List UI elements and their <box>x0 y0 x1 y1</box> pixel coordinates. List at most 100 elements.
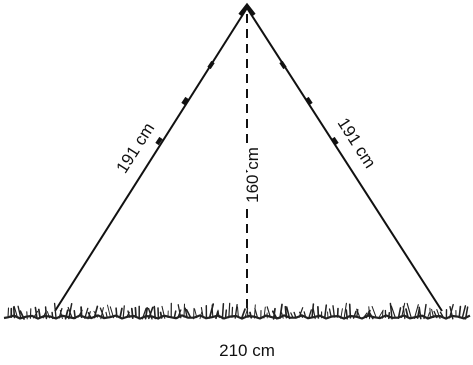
grass-blade <box>147 307 153 320</box>
grass-blade <box>429 307 431 319</box>
grass-blade <box>418 306 422 320</box>
grass-blade <box>93 310 99 318</box>
grass-blade <box>200 307 204 319</box>
grass-blade <box>215 310 219 320</box>
grass-blade <box>397 307 402 319</box>
grass-blade <box>389 302 393 320</box>
grass-blade <box>231 306 234 318</box>
height-label: 160 cm <box>243 147 262 203</box>
grass-blade <box>34 306 38 319</box>
grass-blade <box>390 305 396 318</box>
grass-blade <box>7 307 10 318</box>
right-side-line <box>246 7 443 312</box>
grass-blade <box>141 307 147 320</box>
grass-blade <box>144 307 149 320</box>
grass-blade <box>426 312 430 320</box>
grass-blade <box>308 309 312 319</box>
grass-blade <box>211 304 214 318</box>
grass-blade <box>64 309 69 320</box>
grass-blade <box>12 306 16 319</box>
grass-blade <box>352 310 357 319</box>
grass-blade <box>234 304 238 319</box>
grass-blade <box>254 307 259 319</box>
grass-blade <box>405 308 409 319</box>
grass-blade <box>461 305 467 319</box>
grass-blade <box>388 311 391 320</box>
grass-blade <box>53 302 57 319</box>
grass-blade <box>253 304 256 319</box>
grass-blade <box>194 308 198 319</box>
grass-blade <box>87 312 92 320</box>
grass-blade <box>381 310 384 319</box>
grass-blade <box>362 312 368 319</box>
grass-blade <box>431 308 435 319</box>
grass-blade <box>281 312 284 319</box>
grass-blade <box>402 305 406 320</box>
grass-blade <box>107 304 111 318</box>
base-label: 210 cm <box>219 341 275 360</box>
grass-blade <box>199 311 203 320</box>
grass-blade <box>177 304 182 319</box>
grass-blade <box>356 308 361 319</box>
grass-blade <box>134 306 137 319</box>
grass-blade <box>439 311 444 318</box>
grass-blade <box>236 306 239 318</box>
grass-blade <box>436 309 441 319</box>
grass-blade <box>68 302 73 320</box>
grass-blade <box>228 302 231 319</box>
grass-blade <box>371 305 377 318</box>
apex-marker <box>238 2 256 17</box>
grass-blade <box>176 309 182 319</box>
grass-blade <box>224 309 228 319</box>
grass-blade <box>345 309 348 320</box>
grass-blade <box>324 304 328 319</box>
grass-blade <box>99 307 105 319</box>
grass-blade <box>311 303 315 319</box>
grass-blade <box>348 303 352 319</box>
grass-blade <box>284 305 288 319</box>
grass-blade <box>263 306 266 319</box>
grass-blade <box>19 310 25 320</box>
grass-blade <box>249 311 253 319</box>
grass-blade <box>266 306 271 318</box>
grass-blade <box>184 307 188 319</box>
grass-blade <box>46 311 51 319</box>
grass-blade <box>423 303 427 320</box>
grass-blade <box>153 305 156 320</box>
grass-blade <box>293 311 297 319</box>
grass-blade <box>51 311 54 320</box>
grass-blade <box>17 305 22 319</box>
grass-blade <box>328 308 332 318</box>
grass-blade <box>464 306 469 320</box>
grass-blade <box>37 308 41 319</box>
grass-blade <box>285 306 291 320</box>
grass-blade <box>221 303 225 320</box>
grass-blade <box>217 309 220 319</box>
grass-blade <box>449 306 454 320</box>
grass-blade <box>185 308 192 318</box>
grass-blade <box>105 311 108 319</box>
grass-blade <box>80 306 83 319</box>
side-tick-marks <box>155 60 339 146</box>
grass-blade <box>290 312 294 318</box>
grass-blade <box>73 310 76 320</box>
grass-blade <box>271 310 278 320</box>
grass-blade <box>109 306 115 319</box>
grass-blade <box>44 306 48 320</box>
grass-blade <box>161 305 166 319</box>
grass-blade <box>13 305 19 319</box>
grass-blade <box>67 306 73 319</box>
grass-blade <box>173 310 177 319</box>
grass-blade <box>413 304 419 320</box>
grass-blade <box>127 310 131 318</box>
grass-blade <box>299 311 303 318</box>
grass-blade <box>332 305 336 318</box>
grass-blade <box>298 307 304 318</box>
grass-blade <box>458 305 462 319</box>
right-side-label: 191 cm <box>334 114 380 171</box>
grass-blade <box>340 308 343 319</box>
grass-blade <box>115 307 118 318</box>
grass-ground <box>3 302 471 320</box>
grass-blade <box>59 309 63 320</box>
